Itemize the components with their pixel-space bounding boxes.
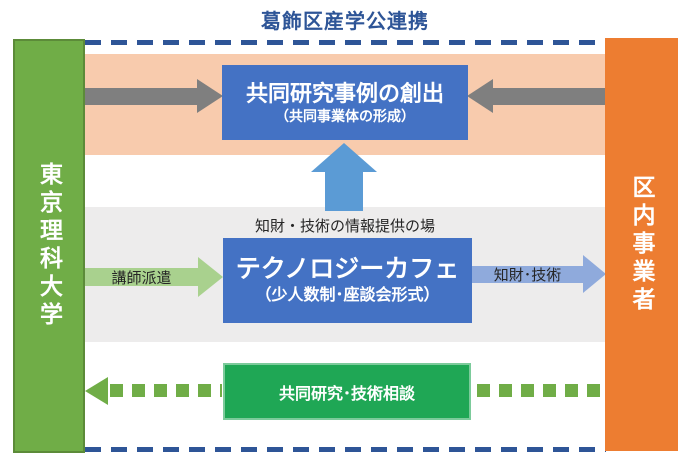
joint-research-creation-title: 共同研究事例の創出 <box>245 80 444 106</box>
arrow-univ-to-research-body <box>85 88 197 105</box>
diagram-title: 葛飾区産学公連携 <box>261 11 429 33</box>
consultation-arrow-head-icon <box>85 377 108 405</box>
entity-tokyo-university-of-science: 東京理科大学 <box>13 39 85 453</box>
technology-cafe-subtitle: （少人数制･座談会形式） <box>255 286 440 304</box>
joint-research-creation-subtitle: （共同事業体の形成） <box>275 108 415 125</box>
technology-cafe-title: テクノロジーカフェ <box>235 254 460 283</box>
arrow-business-to-research-body <box>493 88 605 105</box>
technology-cafe-box: テクノロジーカフェ （少人数制･座談会形式） <box>223 238 472 323</box>
consultation-arrow-dashes-left <box>110 384 222 397</box>
joint-research-consultation-label: 共同研究･技術相談 <box>278 385 415 403</box>
up-arrow-head-icon <box>311 143 377 172</box>
ip-technology-arrow: 知財･技術 <box>472 266 583 284</box>
entity-tokyo-university-of-science-label: 東京理科大学 <box>36 162 63 330</box>
ip-technology-arrow-head-icon <box>583 255 606 293</box>
consultation-arrow-dashes-right <box>477 384 605 397</box>
entity-ward-businesses-label: 区内事業者 <box>629 174 655 315</box>
joint-research-consultation-box: 共同研究･技術相談 <box>223 363 471 420</box>
bottom-dashed-boundary <box>85 447 606 452</box>
arrow-univ-to-research-head-icon <box>197 79 223 113</box>
lecturer-dispatch-arrow-head-icon <box>198 257 223 297</box>
lecturer-dispatch-label: 講師派遣 <box>111 269 172 287</box>
ip-technology-label: 知財･技術 <box>493 267 562 284</box>
up-arrow-body <box>325 171 363 211</box>
arrow-business-to-research-head-icon <box>467 79 493 113</box>
lecturer-dispatch-arrow: 講師派遣 <box>85 268 198 287</box>
info-provision-label: 知財・技術の情報提供の場 <box>254 218 435 235</box>
top-dashed-boundary <box>85 40 606 45</box>
entity-ward-businesses: 区内事業者 <box>605 38 678 451</box>
joint-research-creation-box: 共同研究事例の創出 （共同事業体の形成） <box>222 65 468 140</box>
